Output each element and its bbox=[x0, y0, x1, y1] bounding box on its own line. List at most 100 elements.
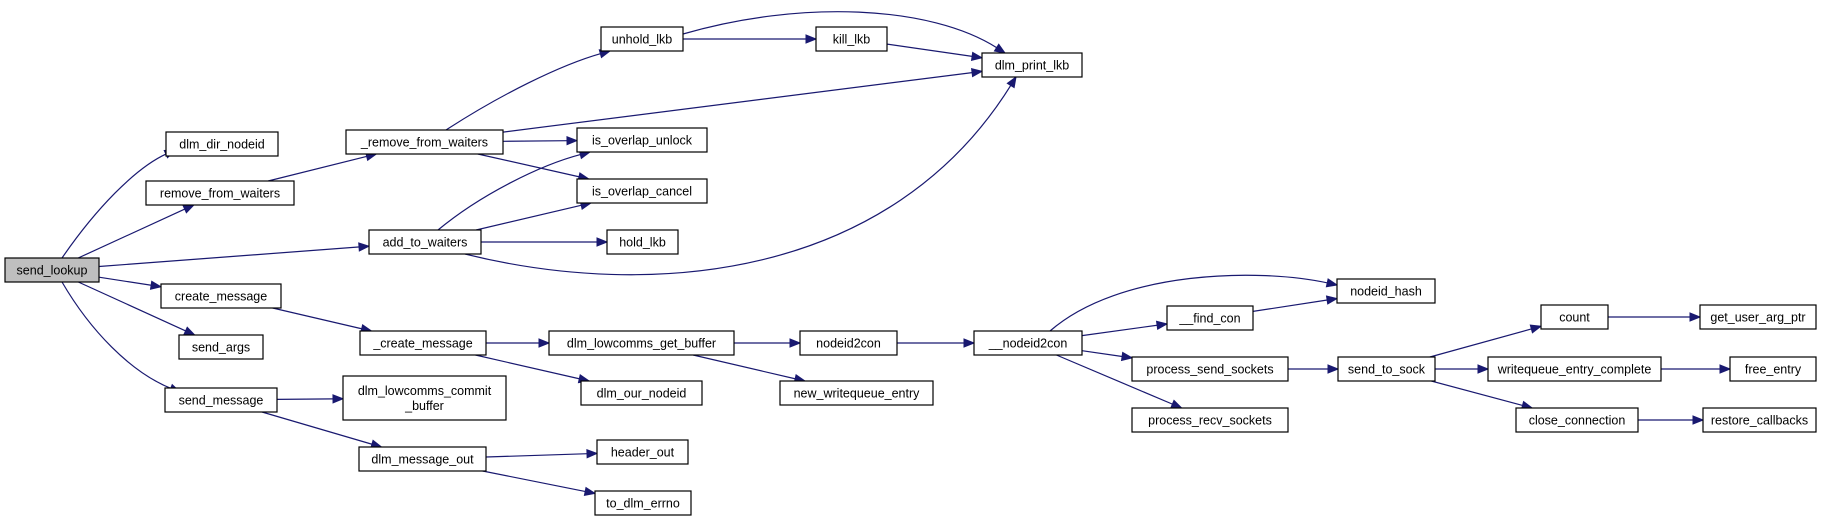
edge-line bbox=[77, 208, 186, 259]
edge-arrowhead bbox=[1006, 75, 1017, 89]
node-label: is_overlap_cancel bbox=[592, 185, 692, 199]
node-box bbox=[1729, 356, 1817, 382]
edge-_create_message-to-dlm_lowcomms_get_buffer bbox=[486, 338, 551, 348]
node-create-message[interactable]: _create_message bbox=[359, 330, 487, 356]
node-nodeid2con[interactable]: __nodeid2con bbox=[973, 330, 1083, 356]
node-box bbox=[345, 129, 504, 155]
node-box bbox=[164, 387, 278, 413]
node-label: close_connection bbox=[1529, 414, 1626, 428]
edge-line bbox=[482, 470, 587, 493]
edge-unhold_lkb-to-dlm_print_lkb bbox=[682, 11, 1007, 54]
node-box bbox=[160, 283, 282, 309]
node-kill-lkb[interactable]: kill_lkb bbox=[815, 26, 888, 52]
edge-arrowhead bbox=[1325, 295, 1339, 305]
node-dlm-print-lkb[interactable]: dlm_print_lkb bbox=[981, 52, 1083, 78]
node-box bbox=[981, 52, 1083, 78]
node-label: __find_con bbox=[1178, 312, 1240, 326]
edge-line bbox=[1431, 380, 1524, 407]
edge-line bbox=[272, 307, 363, 330]
node-label: add_to_waiters bbox=[383, 236, 468, 250]
node-header-out[interactable]: header_out bbox=[596, 439, 689, 465]
node-count[interactable]: count bbox=[1540, 304, 1609, 330]
node-box bbox=[594, 490, 692, 516]
edge-dlm_lowcomms_get_buffer-to-new_writequeue_entry bbox=[692, 354, 807, 384]
edge-writequeue_entry_complete-to-free_entry bbox=[1661, 364, 1732, 374]
node-create-message[interactable]: create_message bbox=[160, 283, 282, 309]
edge-arrowhead bbox=[963, 338, 976, 348]
edge-line bbox=[61, 153, 168, 259]
edge-arrowhead bbox=[538, 338, 551, 348]
node-add-to-waiters[interactable]: add_to_waiters bbox=[368, 229, 482, 255]
node-process-send-sockets[interactable]: process_send_sockets bbox=[1131, 356, 1289, 382]
node-dlm-our-nodeid[interactable]: dlm_our_nodeid bbox=[580, 380, 703, 406]
node-label: _remove_from_waiters bbox=[360, 136, 488, 150]
node-box bbox=[1131, 407, 1289, 433]
node-box bbox=[4, 257, 100, 283]
edge-arrowhead bbox=[970, 51, 984, 61]
node-to-dlm-errno[interactable]: to_dlm_errno bbox=[594, 490, 692, 516]
node-hold-lkb[interactable]: hold_lkb bbox=[606, 229, 679, 255]
node-box bbox=[1487, 356, 1662, 382]
edge-arrowhead bbox=[993, 43, 1007, 54]
node-box bbox=[1699, 304, 1817, 330]
edge-_remove_from_waiters-to-is_overlap_cancel bbox=[477, 153, 591, 182]
node-label: _buffer bbox=[404, 399, 444, 413]
node-dlm-lowcomms-get-buffer[interactable]: dlm_lowcomms_get_buffer bbox=[548, 330, 735, 356]
edge-arrowhead bbox=[1327, 364, 1340, 374]
node-box bbox=[1166, 305, 1254, 331]
edge-unhold_lkb-to-kill_lkb bbox=[683, 34, 818, 44]
node-get-user-arg-ptr[interactable]: get_user_arg_ptr bbox=[1699, 304, 1817, 330]
node-new-writequeue-entry[interactable]: new_writequeue_entry bbox=[779, 380, 934, 406]
node-box bbox=[815, 26, 888, 52]
node-send-to-sock[interactable]: send_to_sock bbox=[1337, 356, 1436, 382]
edge-arrowhead bbox=[586, 449, 599, 459]
node-label: header_out bbox=[611, 446, 675, 460]
edge-arrowhead bbox=[1719, 364, 1732, 374]
node-send-message[interactable]: send_message bbox=[164, 387, 278, 413]
node-send-lookup[interactable]: send_lookup bbox=[4, 257, 100, 283]
edge-line bbox=[437, 153, 582, 231]
node-is-overlap-cancel[interactable]: is_overlap_cancel bbox=[576, 178, 708, 204]
edge-send_to_sock-to-close_connection bbox=[1431, 380, 1534, 410]
node-remove-from-waiters[interactable]: remove_from_waiters bbox=[145, 180, 295, 206]
edge-close_connection-to-restore_callbacks bbox=[1638, 415, 1705, 425]
node-nodeid2con[interactable]: nodeid2con bbox=[799, 330, 898, 356]
edge-__find_con-to-nodeid_hash bbox=[1252, 295, 1339, 312]
edge-_remove_from_waiters-to-unhold_lkb bbox=[445, 49, 612, 131]
edge-line bbox=[682, 11, 998, 49]
node-nodeid-hash[interactable]: nodeid_hash bbox=[1336, 278, 1436, 304]
node-box bbox=[580, 380, 703, 406]
node-writequeue-entry-complete[interactable]: writequeue_entry_complete bbox=[1487, 356, 1662, 382]
node-box bbox=[1336, 278, 1436, 304]
node-label: dlm_print_lkb bbox=[995, 59, 1069, 73]
edge-arrowhead bbox=[1170, 399, 1183, 409]
edge-line bbox=[98, 246, 361, 268]
node-process-recv-sockets[interactable]: process_recv_sockets bbox=[1131, 407, 1289, 433]
edge-arrowhead bbox=[332, 394, 345, 404]
node-label: is_overlap_unlock bbox=[592, 134, 693, 148]
edge-__nodeid2con-to-process_send_sockets bbox=[1081, 350, 1134, 362]
node-box bbox=[799, 330, 898, 356]
node-label: dlm_our_nodeid bbox=[597, 387, 687, 401]
edge-line bbox=[475, 204, 583, 231]
node-label: send_message bbox=[179, 394, 264, 408]
node-box bbox=[359, 330, 487, 356]
edge-line bbox=[886, 43, 974, 58]
edge-arrowhead bbox=[149, 280, 163, 290]
node-close-connection[interactable]: close_connection bbox=[1515, 407, 1639, 433]
node-unhold-lkb[interactable]: unhold_lkb bbox=[600, 26, 684, 52]
node-send-args[interactable]: send_args bbox=[178, 334, 264, 360]
edge-add_to_waiters-to-is_overlap_cancel bbox=[475, 200, 593, 231]
node-box bbox=[576, 178, 708, 204]
node-dlm-message-out[interactable]: dlm_message_out bbox=[358, 446, 487, 472]
node-dlm-dir-nodeid[interactable]: dlm_dir_nodeid bbox=[165, 131, 279, 157]
edge-__nodeid2con-to-nodeid_hash bbox=[1049, 274, 1339, 332]
node-is-overlap-unlock[interactable]: is_overlap_unlock bbox=[576, 127, 708, 153]
edge-arrowhead bbox=[566, 135, 579, 146]
node-restore-callbacks[interactable]: restore_callbacks bbox=[1702, 407, 1817, 433]
node-label: send_to_sock bbox=[1348, 363, 1426, 377]
node-remove-from-waiters[interactable]: _remove_from_waiters bbox=[345, 129, 504, 155]
node-free-entry[interactable]: free_entry bbox=[1729, 356, 1817, 382]
node-find-con[interactable]: __find_con bbox=[1166, 305, 1254, 331]
node-dlm-lowcomms-commit-buffer[interactable]: dlm_lowcomms_commit_buffer bbox=[342, 375, 507, 421]
